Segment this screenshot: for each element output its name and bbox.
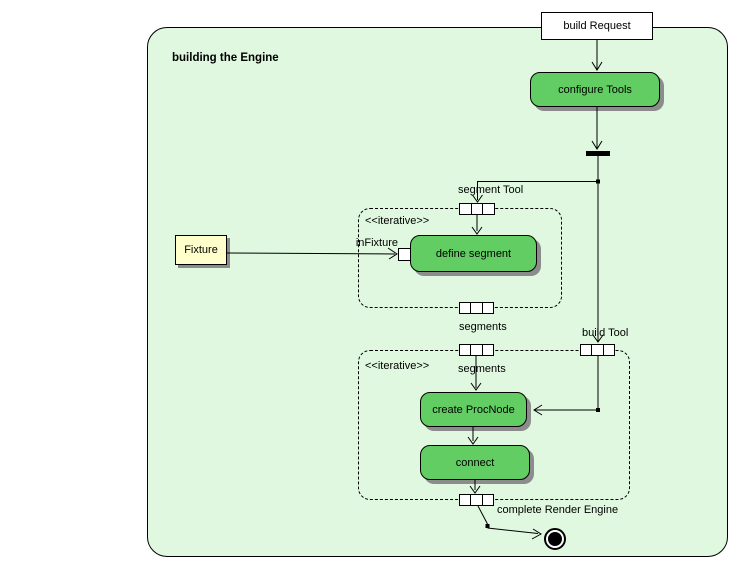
build-tool-label: build Tool <box>582 327 629 339</box>
action-connect[interactable]: connect <box>420 445 530 480</box>
expansion-node-segments-in[interactable] <box>459 344 494 356</box>
object-node-fixture[interactable]: Fixture <box>175 235 227 265</box>
action-configure-tools[interactable]: configure Tools <box>530 72 660 107</box>
expansion-node-build-tool[interactable] <box>580 344 615 356</box>
expansion-node-segments-out[interactable] <box>459 302 494 314</box>
region2-stereotype: <<iterative>> <box>365 360 430 372</box>
infixture-label: inFixture <box>355 237 398 249</box>
configure-tools-label: configure Tools <box>558 83 632 96</box>
define-segment-label: define segment <box>435 247 512 260</box>
connect-label: connect <box>455 456 495 469</box>
object-node-build-request[interactable]: build Request <box>541 12 653 40</box>
action-create-procnode[interactable]: create ProcNode <box>420 392 527 427</box>
action-define-segment[interactable]: define segment <box>410 235 537 272</box>
region1-stereotype: <<iterative>> <box>365 215 430 227</box>
expansion-node-complete[interactable] <box>459 494 494 506</box>
segment-tool-label: segment Tool <box>458 184 524 196</box>
activity-final-node-core <box>548 532 562 546</box>
fork-bar[interactable] <box>586 151 610 156</box>
complete-render-engine-label: complete Render Engine <box>497 504 619 516</box>
fixture-label: Fixture <box>184 244 218 256</box>
expansion-node-segment-tool[interactable] <box>459 203 495 215</box>
frame-title: building the Engine <box>172 52 279 64</box>
create-procnode-label: create ProcNode <box>432 403 515 416</box>
expansion-region-build[interactable] <box>358 350 630 500</box>
segments-label-inner: segments <box>458 363 506 375</box>
activity-final-node[interactable] <box>544 528 566 550</box>
segments-label-between: segments <box>459 321 507 333</box>
input-pin-infixture[interactable] <box>398 248 411 261</box>
build-request-label: build Request <box>563 20 631 32</box>
